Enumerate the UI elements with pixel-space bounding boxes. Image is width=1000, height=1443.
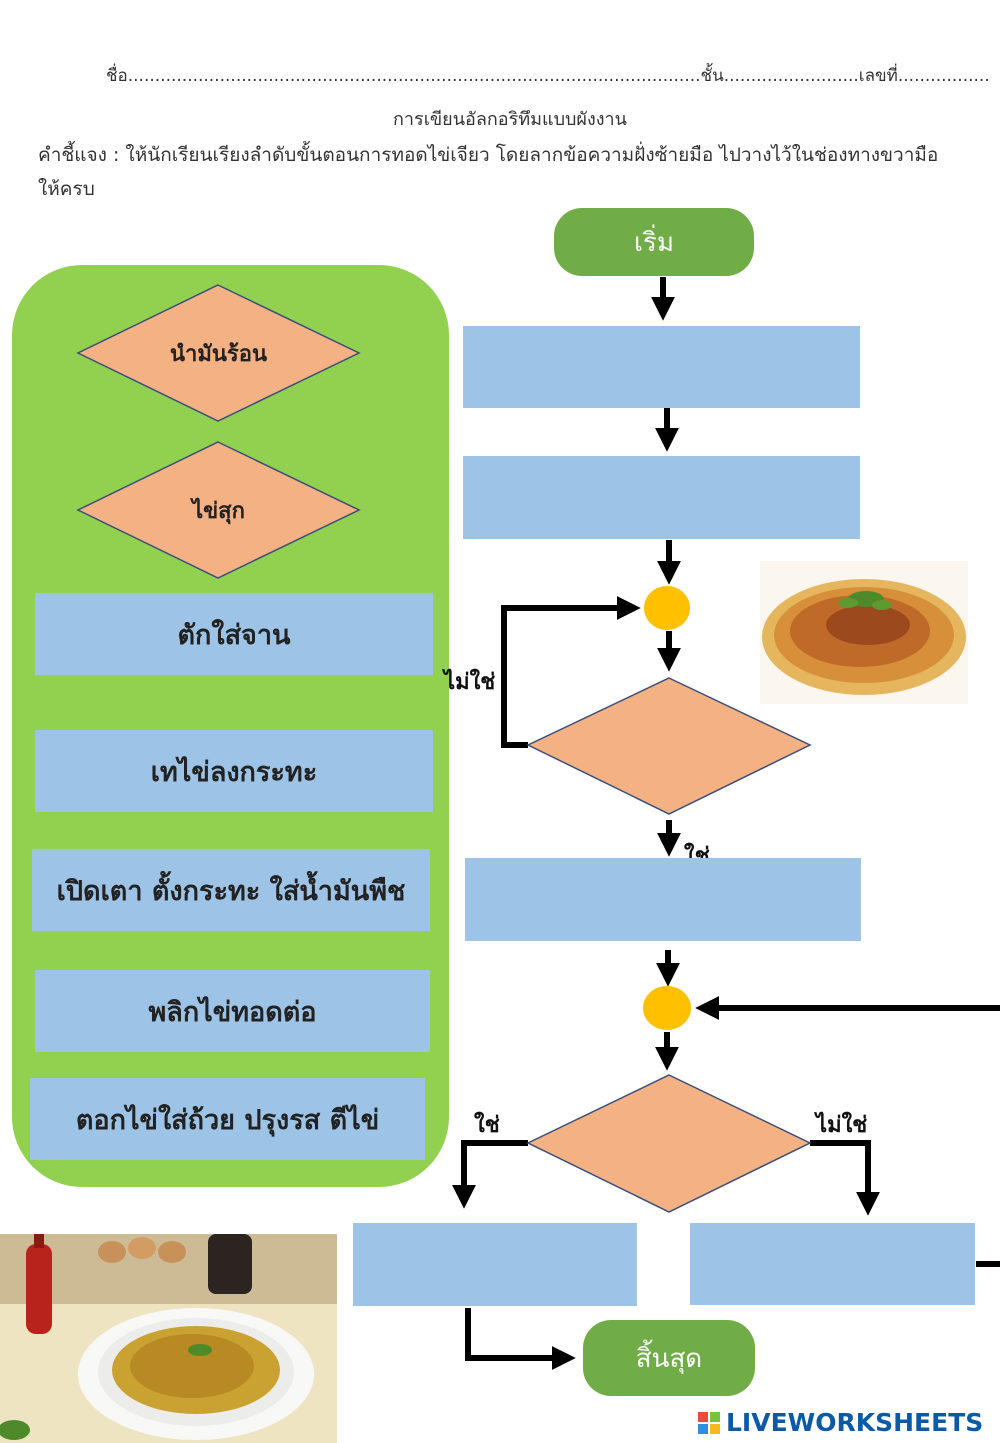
draggable-card-crack-egg[interactable]: ตอกไข่ใส่ถ้วย ปรุงรส ตีไข่ — [30, 1078, 425, 1160]
draggable-card-pour-egg[interactable]: เทไข่ลงกระทะ — [35, 730, 433, 812]
diamond-label: นำมันร้อน — [169, 341, 267, 367]
omelet-photo-bottom — [0, 1234, 337, 1443]
start-terminal: เริ่ม — [554, 208, 754, 276]
omelet-photo-top — [760, 561, 968, 704]
crispy-omelet-image — [762, 579, 966, 695]
draggable-card-serve-plate[interactable]: ตักใส่จาน — [35, 593, 433, 675]
liveworksheets-logo-icon — [698, 1411, 720, 1434]
worksheet-title: การเขียนอัลกอริทึมแบบผังงาน — [393, 109, 627, 130]
draggable-card-flip-egg[interactable]: พลิกไข่ทอดต่อ — [35, 970, 430, 1052]
diamond-shape — [76, 441, 361, 579]
drop-slot-no-branch[interactable] — [690, 1223, 975, 1305]
diamond-label: ไข่สุก — [192, 498, 245, 524]
end-terminal: สิ้นสุด — [583, 1320, 755, 1396]
instruction-text: คำชี้แจง : ให้นักเรียนเรียงลำดับขั้นตอนก… — [38, 144, 939, 200]
drop-slot-yes-branch[interactable] — [353, 1223, 637, 1306]
decision-slot-1[interactable] — [526, 677, 812, 815]
drop-slot-2[interactable] — [463, 456, 860, 539]
draggable-diamond-egg-cooked[interactable]: ไข่สุก — [76, 440, 361, 580]
liveworksheets-logo: LIVEWORKSHEETS — [698, 1408, 983, 1437]
liveworksheets-logo-text: LIVEWORKSHEETS — [726, 1408, 984, 1437]
drop-slot-1[interactable] — [463, 326, 860, 408]
name-class-number-line: ชื่อ....................................… — [106, 66, 990, 86]
drop-slot-3[interactable] — [465, 858, 861, 941]
omelet-plate-image — [0, 1234, 337, 1443]
label-no-loop: ไม่ใช่ — [444, 670, 496, 695]
connector-circle-1 — [644, 586, 690, 630]
label-yes-2: ใช่ — [474, 1113, 500, 1138]
connector-circle-2 — [643, 986, 691, 1030]
decision-slot-2[interactable] — [526, 1074, 812, 1213]
diamond-shape — [76, 284, 361, 422]
draggable-diamond-oil-hot[interactable]: นำมันร้อน — [76, 283, 361, 423]
draggable-card-heat-oil[interactable]: เปิดเตา ตั้งกระทะ ใส่น้ำมันพืช — [32, 849, 430, 931]
label-no-2: ไม่ใช่ — [816, 1113, 868, 1138]
